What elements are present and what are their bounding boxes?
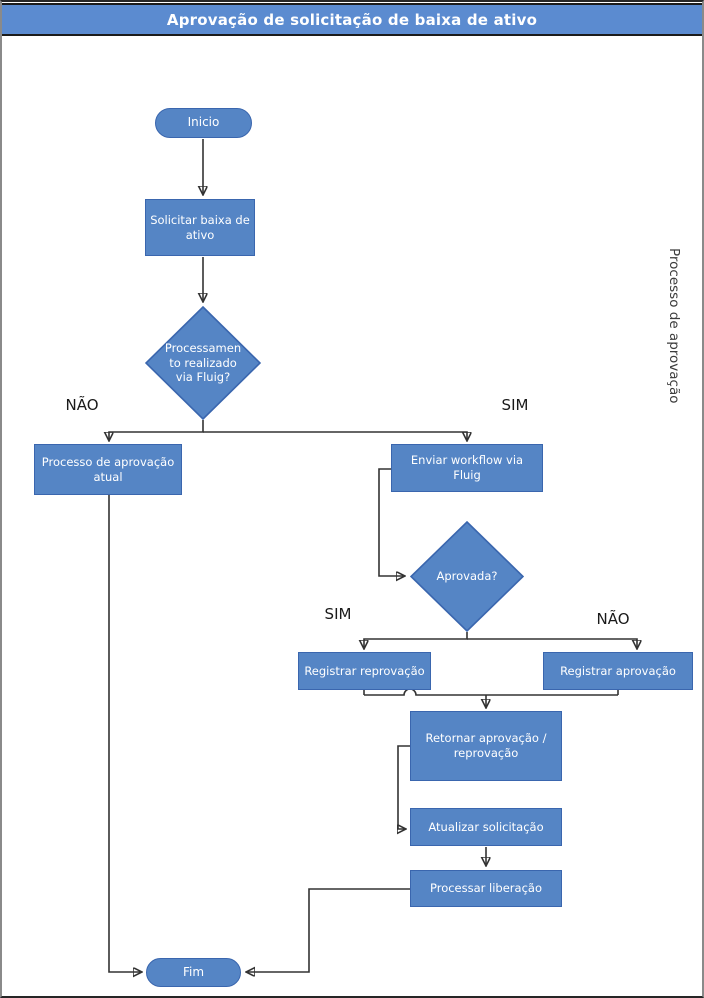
diagram-title-bar: Aprovação de solicitação de baixa de ati… — [2, 3, 702, 36]
connector-processar-fim — [247, 888, 410, 972]
process-registrar-aprovacao: Registrar aprovação — [543, 652, 693, 690]
connector-retornar-atualizar — [398, 745, 410, 829]
connector-aprovada-sim-registrar-reprovacao — [364, 632, 468, 648]
end-node: Fim — [146, 958, 241, 987]
decision-processamento-fluig: Processamen to realizado via Fluig? — [145, 306, 261, 420]
connector-aprovada-nao-registrar-aprovacao — [467, 638, 637, 648]
process-solicitar-baixa: Solicitar baixa de ativo — [145, 199, 255, 256]
decision-aprovada-label: Aprovada? — [436, 569, 498, 584]
process-retornar-aprovacao: Retornar aprovação / reprovação — [410, 711, 562, 781]
decision-aprovada: Aprovada? — [410, 521, 524, 632]
process-registrar-reprovacao: Registrar reprovação — [298, 652, 431, 690]
process-aprovacao-atual: Processo de aprovação atual — [34, 444, 182, 495]
connector-decisao-sim-enviar-workflow — [203, 431, 467, 440]
edge-label-nao-fluig: NÃO — [65, 396, 99, 414]
diagram-title: Aprovação de solicitação de baixa de ati… — [166, 10, 538, 29]
decision-processamento-label: Processamen to realizado via Fluig? — [164, 340, 242, 385]
connector-decisao-nao-processo-atual — [109, 420, 204, 440]
connector-processo-atual-fim — [108, 495, 141, 972]
decision-diamond-shape — [410, 521, 524, 632]
edge-label-sim-fluig: SIM — [501, 396, 529, 414]
start-node: Inicio — [155, 108, 252, 138]
process-atualizar-solicitacao: Atualizar solicitação — [410, 808, 562, 846]
edge-label-nao-aprovada: NÃO — [596, 610, 630, 628]
edge-label-sim-aprovada: SIM — [324, 605, 352, 623]
process-processar-liberacao: Processar liberação — [410, 870, 562, 907]
swimlane-label: Processo de aprovação — [666, 248, 682, 404]
process-enviar-workflow: Enviar workflow via Fluig — [391, 444, 543, 492]
decision-diamond-shape — [145, 306, 261, 420]
